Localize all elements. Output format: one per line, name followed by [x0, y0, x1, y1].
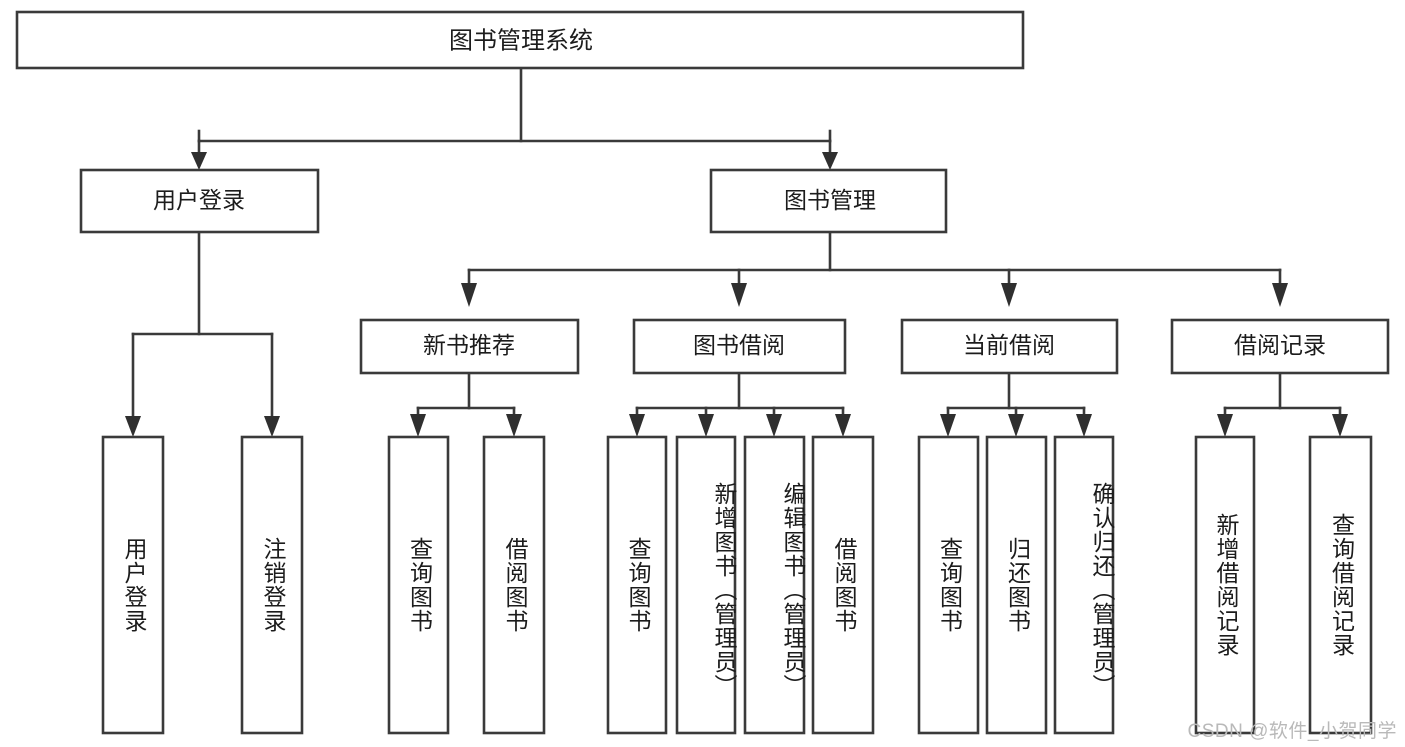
arrow-down-bb-leaf-2 — [698, 414, 714, 437]
node-user-login-label: 用户登录 — [153, 187, 245, 213]
watermark-text: CSDN @软件_小贺同学 — [1187, 721, 1397, 742]
node-new-book-recommend[interactable]: 新书推荐 — [359, 318, 580, 375]
node-new-book-recommend-box[interactable] — [359, 318, 580, 375]
leaf-box-user-login[interactable] — [101, 435, 165, 735]
arrow-down-br-leaf-2 — [1332, 414, 1348, 437]
node-root-box[interactable] — [15, 10, 1025, 70]
node-user-login-box[interactable] — [79, 168, 320, 234]
leaf-box-nb-query-book[interactable] — [387, 435, 450, 735]
leaf-box-layer — [101, 435, 1373, 735]
node-borrow-record[interactable]: 借阅记录 — [1170, 318, 1390, 375]
leaf-box-bb-edit-book[interactable] — [743, 435, 806, 735]
node-book-borrow-label: 图书借阅 — [693, 332, 785, 358]
arrow-down-cb-leaf-2 — [1008, 414, 1024, 437]
node-book-management-label: 图书管理 — [784, 187, 876, 213]
leaf-box-br-add-record[interactable] — [1194, 435, 1256, 735]
leaf-box-nb-borrow-book[interactable] — [482, 435, 546, 735]
node-current-borrow-box[interactable] — [900, 318, 1119, 375]
leaf-box-br-query-record[interactable] — [1308, 435, 1373, 735]
arrow-down-bb-leaf-4 — [835, 414, 851, 437]
arrow-down-bb-leaf-1 — [629, 414, 645, 437]
node-book-management[interactable]: 图书管理 — [709, 168, 948, 234]
arrow-down-nb-leaf-2 — [506, 414, 522, 437]
arrow-down-br-leaf-1 — [1217, 414, 1233, 437]
arrow-down-new-book — [461, 283, 477, 307]
arrow-down-borrow-record — [1272, 283, 1288, 307]
connector-layer — [125, 66, 1348, 437]
leaf-box-logout[interactable] — [240, 435, 304, 735]
arrow-down-nb-leaf-1 — [410, 414, 426, 437]
node-root-label: 图书管理系统 — [449, 27, 593, 54]
node-book-borrow-box[interactable] — [632, 318, 847, 375]
arrow-down-cb-leaf-3 — [1076, 414, 1092, 437]
node-book-management-box[interactable] — [709, 168, 948, 234]
arrow-down-cb-leaf-1 — [940, 414, 956, 437]
arrow-down-book-borrow — [731, 283, 747, 307]
leaf-box-bb-query-book[interactable] — [606, 435, 668, 735]
arrow-down-leaf-user-login — [125, 416, 141, 437]
node-new-book-recommend-label: 新书推荐 — [423, 332, 515, 358]
leaf-box-cb-query-book[interactable] — [917, 435, 980, 735]
leaf-box-cb-return-book[interactable] — [985, 435, 1048, 735]
node-borrow-record-label: 借阅记录 — [1234, 332, 1326, 358]
arrow-down-user-login — [191, 152, 207, 170]
node-borrow-record-box[interactable] — [1170, 318, 1390, 375]
arrow-down-current-borrow — [1001, 283, 1017, 307]
arrow-down-book-mgmt — [822, 152, 838, 170]
node-root[interactable]: 图书管理系统 — [15, 10, 1025, 70]
leaf-box-bb-add-book[interactable] — [675, 435, 737, 735]
leaf-box-cb-confirm-return[interactable] — [1053, 435, 1115, 735]
leaf-box-bb-borrow-book[interactable] — [811, 435, 875, 735]
node-user-login[interactable]: 用户登录 — [79, 168, 320, 234]
arrow-down-leaf-logout — [264, 416, 280, 437]
node-current-borrow-label: 当前借阅 — [963, 332, 1055, 358]
node-book-borrow[interactable]: 图书借阅 — [632, 318, 847, 375]
arrow-down-bb-leaf-3 — [766, 414, 782, 437]
node-current-borrow[interactable]: 当前借阅 — [900, 318, 1119, 375]
